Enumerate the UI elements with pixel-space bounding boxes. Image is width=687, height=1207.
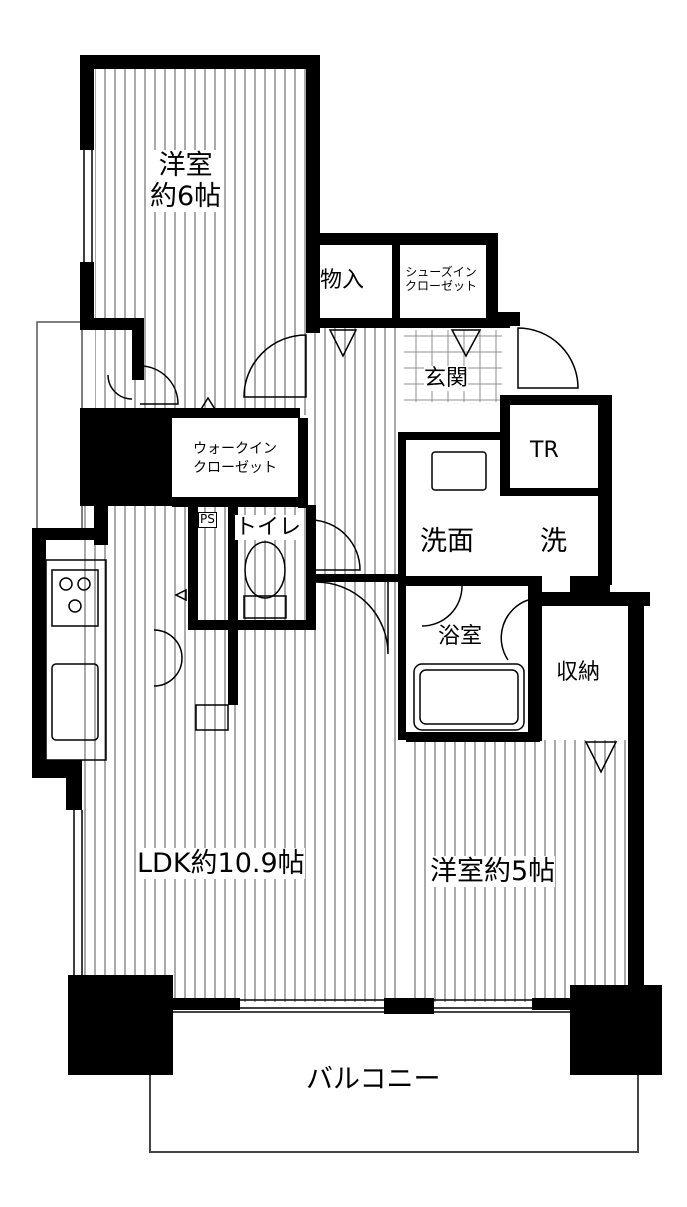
- door-arc: [139, 365, 179, 405]
- door-arc: [107, 374, 133, 400]
- wic-line2: クローゼット: [193, 459, 277, 476]
- room-western-north: 洋室 約6帖: [150, 150, 222, 213]
- room-storage: 物入: [320, 268, 365, 294]
- room-name: 洋室: [158, 150, 213, 181]
- room-washer: 洗: [540, 526, 567, 558]
- room-size: 約6帖: [150, 181, 222, 213]
- kitchen-sink: [51, 663, 99, 741]
- bathtub: [413, 663, 525, 731]
- fixtures: [45, 451, 525, 761]
- door-arc: [153, 629, 183, 687]
- wash-basin: [431, 451, 487, 491]
- kitchen-counter: [45, 559, 107, 761]
- door-arc: [315, 581, 389, 655]
- room-bathroom: 浴室: [438, 624, 483, 650]
- room-washroom: 洗面: [420, 526, 474, 558]
- room-toilet: トイレ: [235, 515, 302, 541]
- room-ps: PS: [198, 512, 217, 528]
- side-balcony: [36, 321, 83, 535]
- room-western-south: 洋室約5帖: [430, 856, 556, 888]
- door-arc: [517, 327, 579, 389]
- door-arc: [421, 585, 463, 627]
- walls: [32, 55, 662, 1075]
- door-arc: [500, 599, 529, 661]
- doors: [107, 327, 618, 774]
- stove: [51, 569, 99, 627]
- room-shoes-closet: シューズイン クローゼット: [404, 265, 479, 294]
- shoes-closet-line1: シューズイン: [405, 265, 477, 279]
- room-entrance: 玄関: [424, 366, 469, 392]
- door-arc: [311, 519, 361, 571]
- toilet-fixture: [243, 595, 287, 619]
- room-ldk: LDK約10.9帖: [137, 848, 305, 880]
- room-walk-in-closet: ウォークイン クローゼット: [193, 440, 277, 478]
- room-balcony: バルコニー: [306, 1064, 441, 1096]
- room-storage2: 収納: [556, 660, 601, 686]
- door-arc: [243, 334, 307, 398]
- shoes-closet-line2: クローゼット: [405, 278, 478, 293]
- wic-line1: ウォークイン: [193, 441, 277, 457]
- room-tr: TR: [530, 438, 559, 464]
- windows: [73, 150, 532, 1009]
